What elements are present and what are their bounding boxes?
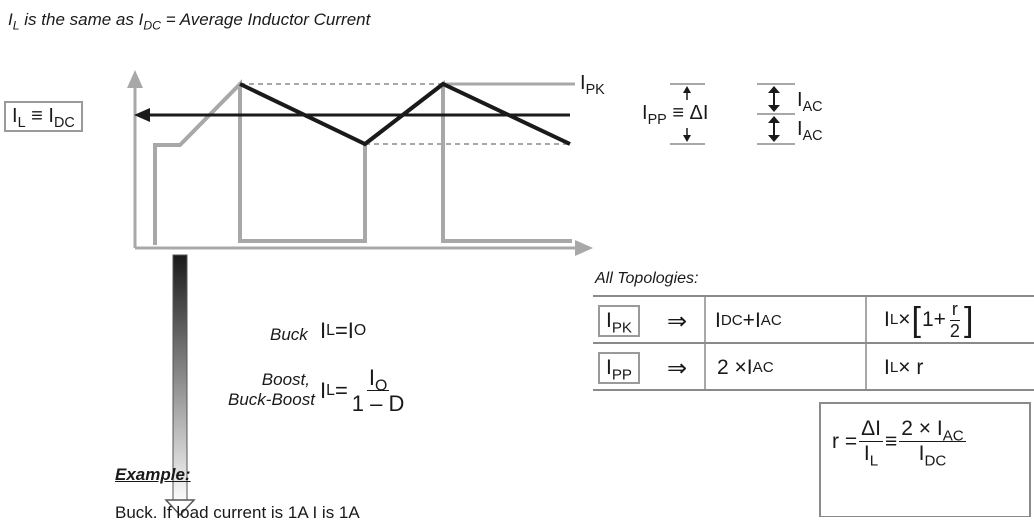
r-definition-box — [819, 402, 1031, 517]
ipp-label: IPP ≡ ΔI — [642, 102, 709, 129]
topologies-title: All Topologies: — [595, 270, 699, 287]
il-equals-idc-label: IL ≡ IDC — [4, 101, 83, 132]
ipk-label: IPK — [580, 72, 605, 99]
page-title: IL is the same as IDC = Average Inductor… — [8, 10, 371, 33]
example-heading: Example: — [115, 465, 191, 484]
average-current-arrowhead — [134, 108, 150, 122]
gradient-arrow-head — [164, 499, 196, 517]
iac-lower-label: IAC — [797, 118, 823, 145]
ipk-table-label: IPK — [598, 305, 640, 337]
buck-label: Buck — [270, 325, 308, 344]
ipp-arrowhead-up — [683, 86, 691, 93]
boost-label: Boost,Buck-Boost — [228, 370, 315, 410]
y-axis-arrowhead — [127, 70, 143, 88]
example-text: Buck. If load current is 1A I is 1A — [115, 503, 360, 522]
row2-implies-arrow: ⇒ — [667, 354, 688, 382]
ipp-arrowhead-down — [683, 135, 691, 142]
row1-implies-arrow: ⇒ — [667, 307, 688, 335]
switch-current-waveform — [153, 79, 572, 245]
iac-upper-label: IAC — [797, 89, 823, 116]
x-axis-arrowhead — [575, 240, 593, 256]
ipp-table-label: IPP — [598, 352, 640, 384]
